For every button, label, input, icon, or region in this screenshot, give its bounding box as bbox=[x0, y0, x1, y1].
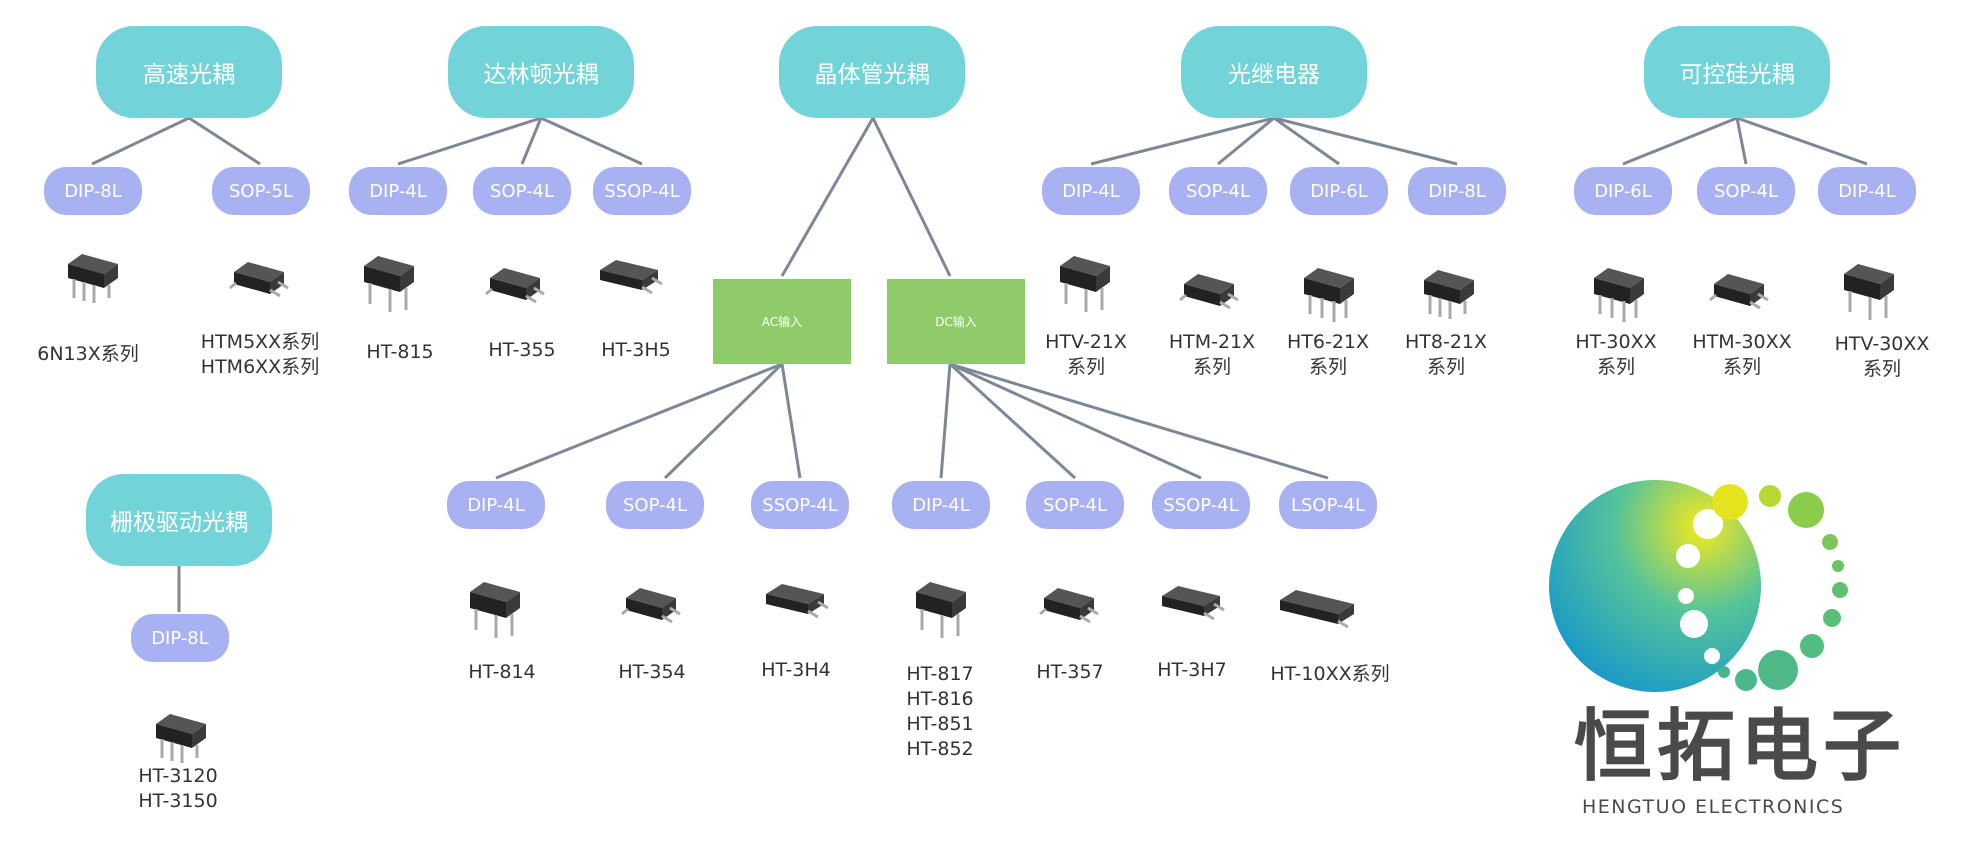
package-ac-dip4[interactable]: DIP-4L bbox=[447, 481, 545, 529]
part-label: HT-30XX 系列 bbox=[1575, 331, 1657, 378]
chip-sop-icon bbox=[1039, 588, 1099, 624]
chip-sop-icon bbox=[229, 262, 289, 298]
part-label: HT-355 bbox=[488, 339, 556, 361]
package-pr-dip4[interactable]: DIP-4L bbox=[1042, 167, 1140, 215]
part-label: HT-357 bbox=[1036, 661, 1104, 683]
connector-line bbox=[188, 116, 261, 166]
part-label: HT6-21X 系列 bbox=[1286, 331, 1370, 378]
package-pr-dip8[interactable]: DIP-8L bbox=[1408, 167, 1506, 215]
connector-line bbox=[1735, 117, 1748, 165]
package-dl-ssop4[interactable]: SSOP-4L bbox=[593, 167, 691, 215]
input-ac[interactable]: AC输入 bbox=[713, 279, 851, 364]
part-label: HT-3H5 bbox=[601, 339, 671, 361]
chip-dip-icon bbox=[1304, 268, 1354, 322]
connector-line bbox=[948, 362, 1077, 480]
chip-sop-icon bbox=[1162, 586, 1225, 621]
part-label: 6N13X系列 bbox=[37, 343, 139, 365]
package-dc-ssop4[interactable]: SSOP-4L bbox=[1152, 481, 1250, 529]
chip-dip-icon bbox=[1844, 264, 1894, 320]
package-scr-sop4[interactable]: SOP-4L bbox=[1697, 167, 1795, 215]
chip-dip-icon bbox=[916, 582, 966, 638]
chip-dip-icon bbox=[470, 582, 520, 638]
chip-sop-icon bbox=[1179, 274, 1239, 310]
connector-line bbox=[663, 362, 784, 480]
package-scr-dip6[interactable]: DIP-6L bbox=[1574, 167, 1672, 215]
chip-lsop-icon bbox=[1280, 590, 1354, 629]
part-label: HTV-21X 系列 bbox=[1045, 331, 1127, 378]
connector-line bbox=[540, 116, 643, 166]
part-label: HT-815 bbox=[366, 341, 434, 363]
part-label: HTM5XX系列 HTM6XX系列 bbox=[200, 331, 320, 378]
connector-line bbox=[1622, 116, 1738, 166]
chip-sop-icon bbox=[766, 584, 829, 619]
connector-line bbox=[91, 116, 190, 166]
part-label: HT-3H7 bbox=[1157, 659, 1227, 681]
category-photorelay[interactable]: 光继电器 bbox=[1181, 26, 1367, 118]
category-darlington[interactable]: 达林顿光耦 bbox=[448, 26, 634, 118]
part-label: HT-817 HT-816 HT-851 HT-852 bbox=[906, 663, 974, 760]
package-dl-dip4[interactable]: DIP-4L bbox=[349, 167, 447, 215]
package-dc-dip4[interactable]: DIP-4L bbox=[892, 481, 990, 529]
connector-line bbox=[949, 362, 1202, 480]
package-pr-sop4[interactable]: SOP-4L bbox=[1169, 167, 1267, 215]
hengtuo-logo-mark bbox=[1549, 480, 1848, 692]
category-gate-driver[interactable]: 栅极驱动光耦 bbox=[86, 474, 272, 566]
chip-sop-icon bbox=[600, 260, 663, 295]
category-transistor[interactable]: 晶体管光耦 bbox=[779, 26, 965, 118]
chip-sop-icon bbox=[485, 268, 545, 304]
connector-line bbox=[1273, 116, 1458, 166]
package-ac-sop4[interactable]: SOP-4L bbox=[606, 481, 704, 529]
chip-dip-icon bbox=[1424, 270, 1474, 319]
part-label: HT-3H4 bbox=[761, 659, 831, 681]
connector-line bbox=[495, 362, 783, 480]
part-label: HT-354 bbox=[618, 661, 686, 683]
package-dl-sop4[interactable]: SOP-4L bbox=[473, 167, 571, 215]
chip-sop-icon bbox=[621, 588, 681, 624]
chip-sop-icon bbox=[1709, 274, 1769, 310]
chip-dip-icon bbox=[364, 256, 414, 312]
package-ac-ssop4[interactable]: SSOP-4L bbox=[751, 481, 849, 529]
logo-name-cn: 恒拓电子 bbox=[1574, 702, 1907, 792]
package-hs-dip8[interactable]: DIP-8L bbox=[44, 167, 142, 215]
category-scr[interactable]: 可控硅光耦 bbox=[1644, 26, 1830, 118]
part-label: HTM-21X 系列 bbox=[1168, 331, 1256, 378]
logo-name-en: HENGTUO ELECTRONICS bbox=[1582, 796, 1845, 818]
package-dc-sop4[interactable]: SOP-4L bbox=[1026, 481, 1124, 529]
connector-line bbox=[1217, 116, 1275, 166]
part-label: HT8-21X 系列 bbox=[1404, 331, 1488, 378]
chip-dip-icon bbox=[1594, 268, 1644, 322]
category-high-speed[interactable]: 高速光耦 bbox=[96, 26, 282, 118]
chip-dip-icon bbox=[156, 714, 206, 763]
chip-dip-icon bbox=[68, 254, 118, 303]
package-scr-dip4[interactable]: DIP-4L bbox=[1818, 167, 1916, 215]
connector-line bbox=[939, 363, 952, 479]
connector-line bbox=[780, 117, 875, 277]
connector-line bbox=[780, 363, 802, 479]
connector-line bbox=[520, 117, 543, 165]
connector-line bbox=[1273, 116, 1340, 166]
part-label: HT-10XX系列 bbox=[1270, 663, 1390, 685]
package-pr-dip6[interactable]: DIP-6L bbox=[1290, 167, 1388, 215]
part-label: HT-3120 HT-3150 bbox=[138, 765, 218, 812]
package-gd-dip8[interactable]: DIP-8L bbox=[131, 614, 229, 662]
package-hs-sop5[interactable]: SOP-5L bbox=[212, 167, 310, 215]
part-label: HT-814 bbox=[468, 661, 536, 683]
connector-line bbox=[871, 117, 952, 277]
part-label: HTV-30XX 系列 bbox=[1834, 333, 1930, 380]
connector-line bbox=[397, 116, 542, 166]
connector-line bbox=[1736, 116, 1868, 166]
connector-line bbox=[1090, 116, 1275, 166]
input-dc[interactable]: DC输入 bbox=[887, 279, 1025, 364]
connector-line bbox=[949, 362, 1329, 480]
chip-dip-icon bbox=[1060, 256, 1110, 312]
package-dc-lsop4[interactable]: LSOP-4L bbox=[1279, 481, 1377, 529]
part-label: HTM-30XX 系列 bbox=[1692, 331, 1792, 378]
